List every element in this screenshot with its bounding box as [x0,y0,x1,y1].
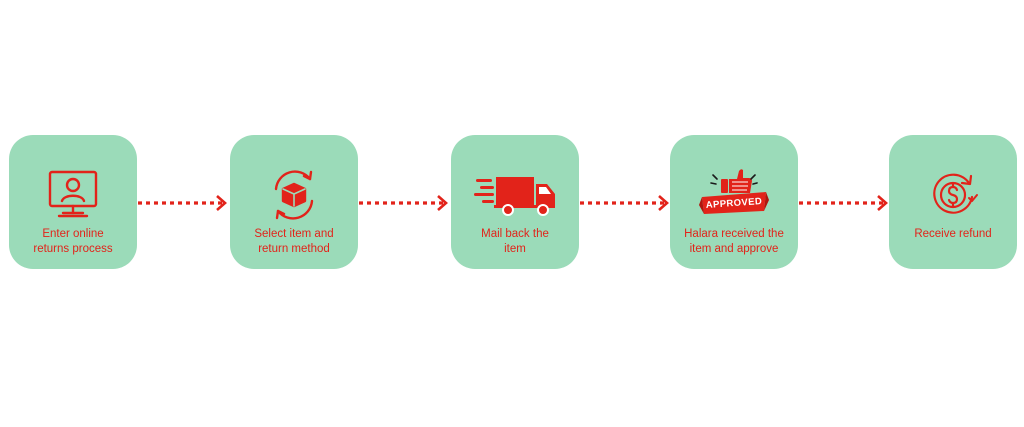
dollar-refund-icon [889,165,1017,225]
arrow-connector [580,195,669,211]
step-label: Halara received the item and approve [684,228,784,255]
computer-user-icon [9,165,137,225]
step-label: Select item and return method [254,228,334,255]
step-card-mail-back: Mail back the item [451,135,579,269]
box-cycle-icon [230,165,358,225]
step-label: Receive refund [914,228,992,240]
step-card-receive-refund: Receive refund [889,135,1017,269]
delivery-truck-icon [451,165,579,225]
arrow-connector [138,195,227,211]
arrow-connector [799,195,888,211]
step-label: Mail back the item [481,228,549,255]
step-label: Enter online returns process [33,228,113,255]
approved-thumbs-up-icon: APPROVED [670,165,798,225]
step-card-received-approve: APPROVED Halara received the item and ap… [670,135,798,269]
step-card-select-item: Select item and return method [230,135,358,269]
arrow-connector [359,195,448,211]
step-card-enter-online-returns: Enter online returns process [9,135,137,269]
